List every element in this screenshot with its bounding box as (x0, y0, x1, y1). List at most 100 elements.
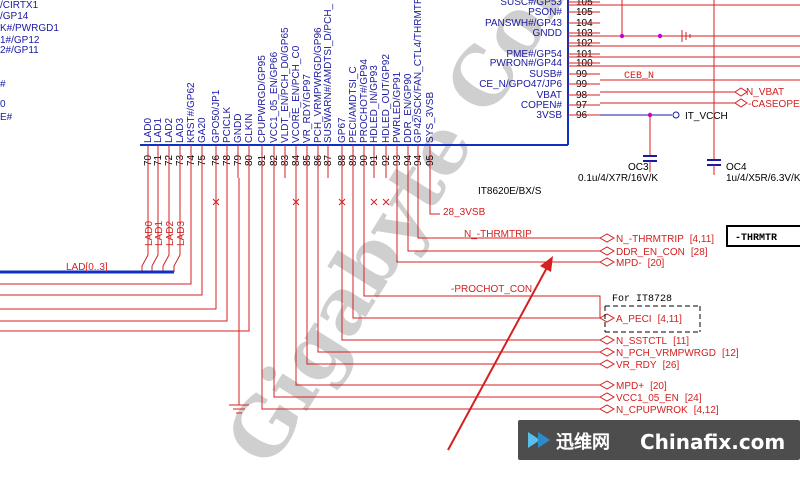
bottom-pins: LAD070LAD171LAD272LAD373KRST#/GP6274GA20… (143, 0, 436, 178)
left-pin-label: # (0, 79, 6, 90)
connector-ref: [4,11] (658, 314, 682, 325)
oc3-value: 0.1u/4/X7R/16V/K (578, 173, 658, 184)
lad-wire-label: LAD2 (165, 221, 176, 246)
bottom-pin-label: VCC1_05_EN/GP66 (269, 51, 280, 143)
connector-arrow (598, 392, 616, 402)
ground-symbol-gndd (229, 395, 249, 414)
lad-wire-label: LAD1 (154, 221, 165, 246)
bottom-pin-label: PECI/AMDTSI_C (348, 66, 359, 143)
right-pin-label: PSON# (528, 7, 562, 18)
oc4-value: 1u/4/X5R/6.3V/K (726, 173, 800, 184)
left-pin-label: 1#/GP12 (0, 35, 40, 46)
right-pin-number: 105 (576, 0, 593, 8)
net-prochot: -PROCHOT_CON (451, 284, 532, 295)
left-pin-label: 0 (0, 99, 6, 110)
bottom-pin-label: PCH_VRMPWRGD/GP96 (313, 27, 324, 143)
right-pin-label: SUSC#/GP53 (500, 0, 562, 8)
bottom-pin-label: VCORE_EN/PCH_C0 (291, 45, 302, 143)
bottom-pin-label: LAD1 (153, 118, 164, 143)
bottom-pin-label: VR_RDY/GP97 (302, 74, 313, 143)
logo-arrow-icon (538, 432, 550, 448)
thrmtr-box: -THRMTR (726, 225, 800, 247)
chinafix-logo: 迅维网 Chinafix.com (518, 420, 800, 460)
bottom-pin-label: GA20 (197, 117, 208, 143)
connector-arrow (598, 347, 616, 357)
bottom-pin-label: CLKIN (244, 114, 255, 143)
it8728-box: For IT8728 (604, 294, 701, 333)
net-28-3vsb: 28_3VSB (443, 207, 486, 218)
connector-ref: [24] (685, 393, 702, 404)
lad-wire-label: LAD3 (176, 221, 187, 246)
connector-ref: [4,11] (690, 234, 714, 245)
connector-label: A_PECI (616, 314, 652, 325)
junction-dot (657, 33, 663, 39)
bottom-pin-label: VLDT_EN/PCH_D0/GP65 (280, 27, 291, 143)
connector-arrow (598, 335, 616, 345)
bottom-pin-label: GP42/SCK/FAN_CTL4/THRMTRIP# (413, 0, 424, 143)
no-connect-mark (370, 198, 378, 206)
connector-label: VCC1_05_EN (616, 393, 679, 404)
connector-label: N_-THRMTRIP (616, 234, 684, 245)
left-pin-label: E# (0, 112, 13, 123)
connector-ref: [11] (673, 336, 689, 347)
connector-label: MPD- (616, 258, 642, 269)
bottom-pin-label: GNDD (233, 114, 244, 143)
bus-label: LAD[0..3] (66, 262, 108, 273)
connector-label: DDR_EN_CON (616, 247, 685, 258)
connector-label: MPD+ (616, 381, 644, 392)
connector-arrow (598, 380, 616, 390)
connector-ref: [12] (722, 348, 739, 359)
right-pin-label: GNDD (533, 28, 562, 39)
right-pin-label: PWRON#/GP44 (490, 58, 563, 69)
connector-ref: [20] (650, 381, 667, 392)
left-pin-label: 2#/GP11 (0, 45, 39, 56)
lad-wire-label: LAD0 (144, 221, 155, 246)
right-connectors: N_-THRMTRIP[4,11]DDR_EN_CON[28]MPD-[20]A… (598, 233, 739, 416)
oc3-name: OC3 (628, 162, 649, 173)
bottom-pin-label: PROCHOT#/GP94 (359, 59, 370, 143)
no-connect-mark (382, 198, 390, 206)
conn-vbat: N_VBAT (746, 87, 784, 98)
connector-label: N_SSTCTL (616, 336, 668, 347)
bottom-pin-label: HDLED_OUT/GP92 (381, 54, 392, 143)
right-pin-label: SUSB# (529, 69, 562, 80)
connector-arrow (734, 98, 748, 108)
capacitor-oc4: OC4 1u/4/X5R/6.3V/K (707, 159, 800, 184)
right-pin-label: PME#/GP54 (506, 49, 562, 60)
pin-wires (0, 178, 601, 410)
logo-cn: 迅维网 (556, 431, 610, 453)
connector-arrow (598, 313, 616, 323)
net-thrmtrip: N_-THRMTRIP (464, 229, 532, 240)
net-ceb: CEB_N (624, 71, 654, 82)
bottom-pin-label: CPUPWRGD/GP95 (257, 55, 268, 143)
right-pin-label: 3VSB (536, 110, 562, 121)
bottom-pin-label: GPO50/JP1 (211, 89, 222, 143)
connector-arrow (598, 233, 616, 243)
connector-label: N_PCH_VRMPWRGD (616, 348, 716, 359)
connector-arrow (598, 359, 616, 369)
right-nets: CEB_N N_VBAT -CASEOPE IT_VCCH OC3 0.1u/4… (568, 0, 800, 184)
connector-label: VR_RDY (616, 360, 657, 371)
right-pin-label: VBAT (537, 90, 562, 101)
bottom-pin-label: LAD2 (164, 118, 175, 143)
for-note: For IT8728 (612, 294, 672, 305)
connector-arrow (598, 404, 616, 414)
connector-ref: [20] (648, 258, 665, 269)
right-pin-label: PANSWH#/GP43 (485, 18, 562, 29)
logo-arrow-icon (528, 432, 540, 448)
bottom-pin-label: KRST#/GP62 (186, 82, 197, 143)
bottom-pin-label: DDR_EN/GP90 (403, 73, 414, 143)
bottom-pin-label: PWRLED/GP91 (392, 71, 403, 143)
bottom-pin-label: PCICLK (222, 107, 233, 143)
connector-arrow (734, 87, 748, 97)
bottom-pin-label: GP67 (337, 117, 348, 143)
connector-ref: [4,12] (694, 405, 719, 416)
left-pin-label: /GP14 (0, 11, 29, 22)
conn-caseopen: -CASEOPE (748, 99, 800, 110)
thrmtr-label: -THRMTR (735, 233, 777, 244)
junction-dot (619, 33, 625, 39)
